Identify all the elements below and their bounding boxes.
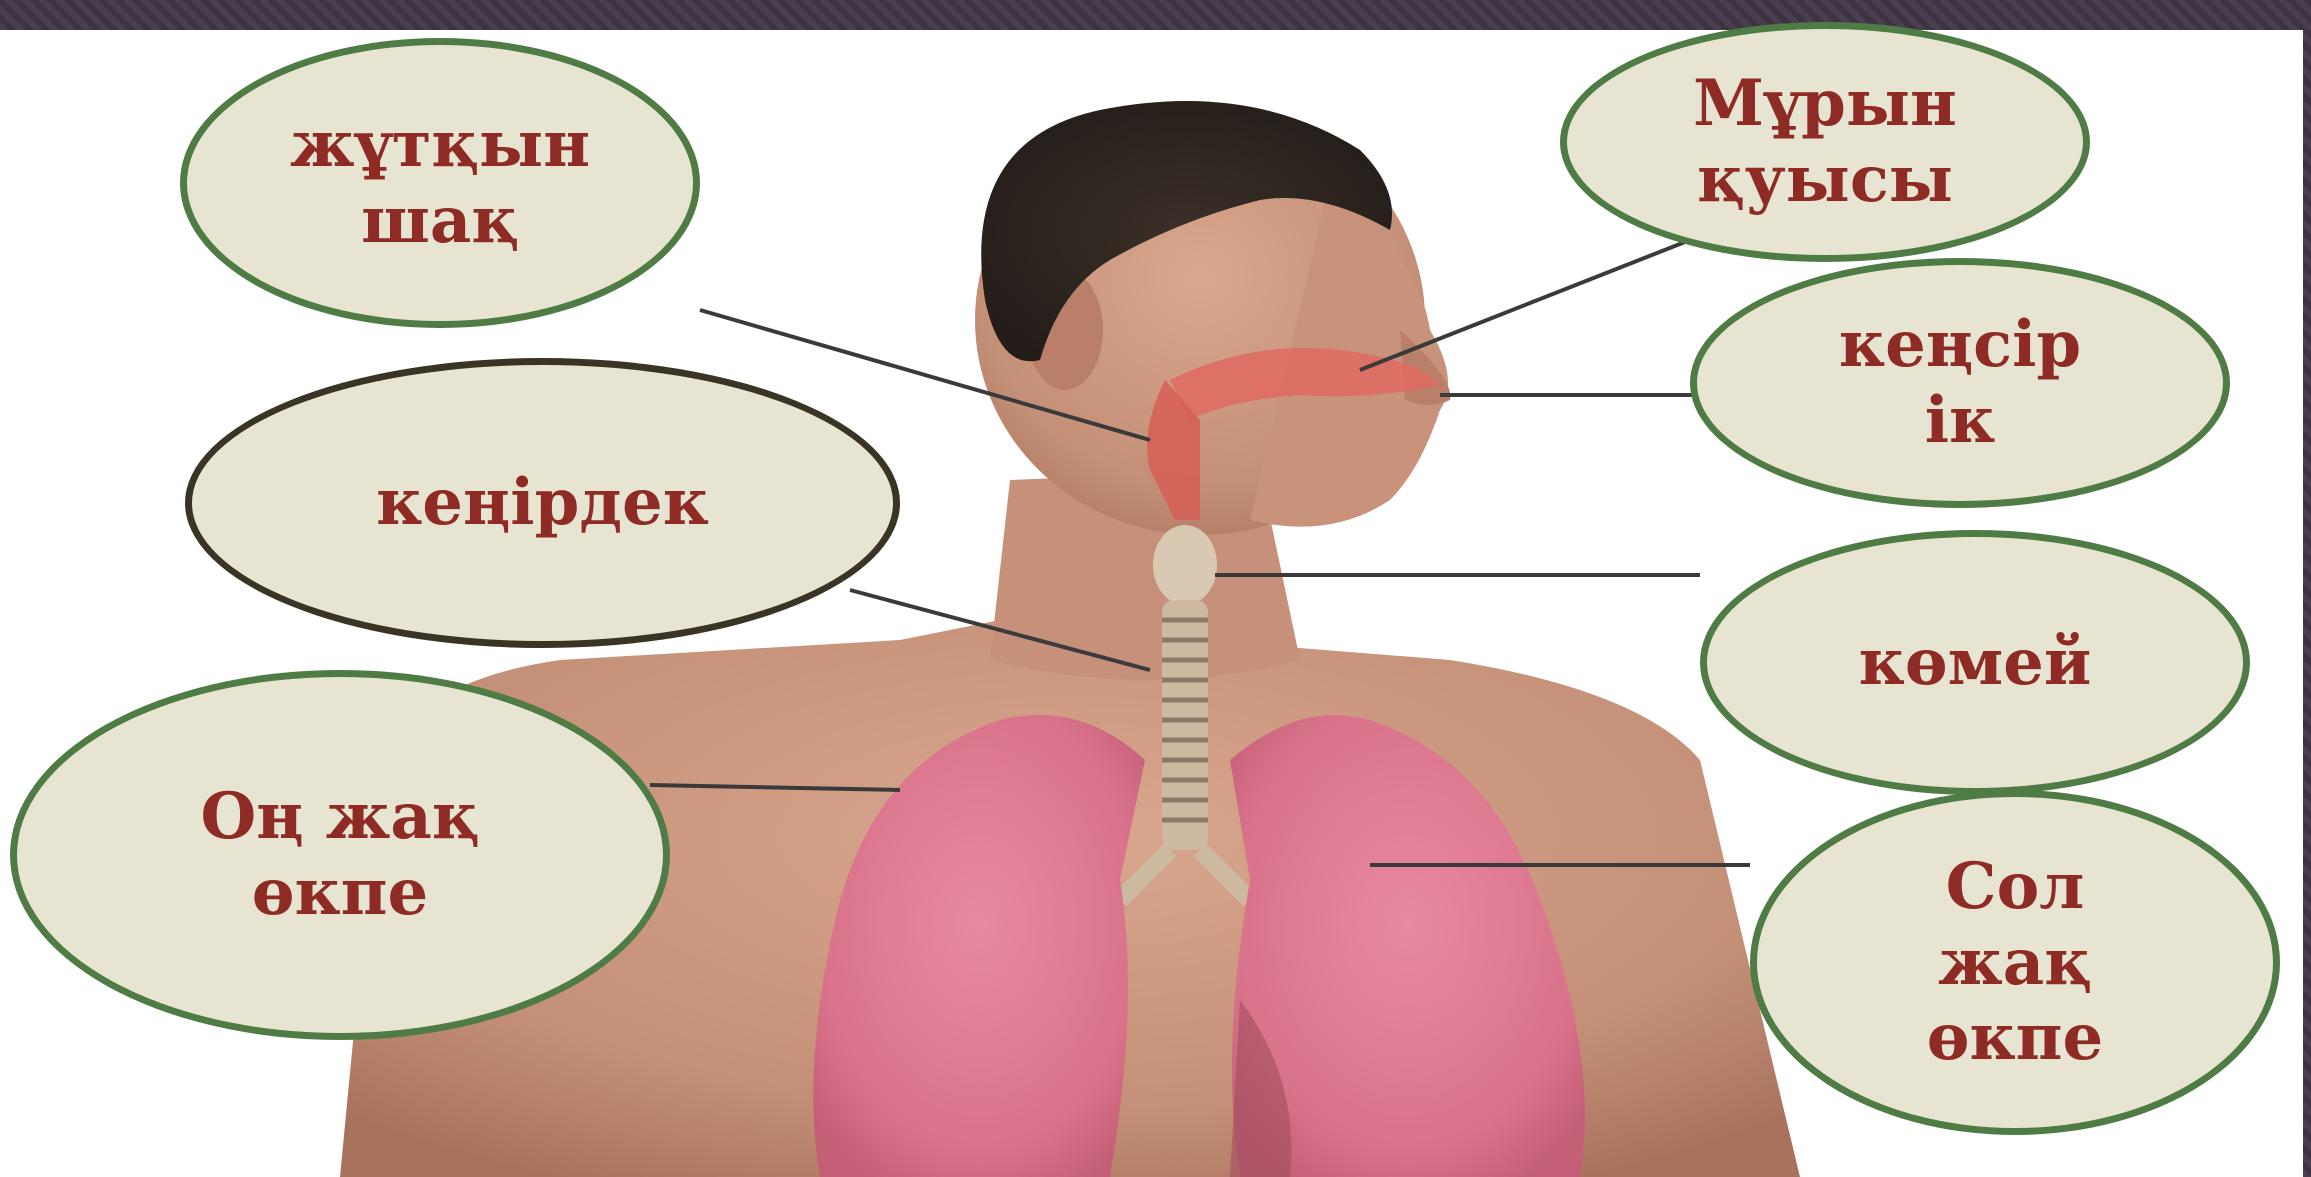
label-bronchus: кеңсір ік — [1690, 258, 2230, 508]
label-nasal-cavity-text: Мұрын қуысы — [1693, 66, 1957, 217]
label-right-lung: Оң жақ өкпе — [10, 670, 670, 1040]
label-left-lung-text: Сол жақ өкпе — [1927, 849, 2103, 1076]
larynx — [1153, 525, 1217, 605]
label-trachea: кеңірдек — [185, 358, 900, 648]
label-larynx-text: көмей — [1859, 625, 2092, 701]
label-larynx: көмей — [1700, 530, 2250, 795]
label-pharynx: жұтқын шақ — [180, 38, 700, 328]
label-trachea-text: кеңірдек — [376, 465, 709, 541]
label-left-lung: Сол жақ өкпе — [1750, 790, 2280, 1135]
label-nasal-cavity: Мұрын қуысы — [1560, 22, 2090, 262]
label-pharynx-text: жұтқын шақ — [290, 107, 590, 258]
label-bronchus-text: кеңсір ік — [1839, 307, 2081, 458]
label-right-lung-text: Оң жақ өкпе — [200, 779, 479, 930]
